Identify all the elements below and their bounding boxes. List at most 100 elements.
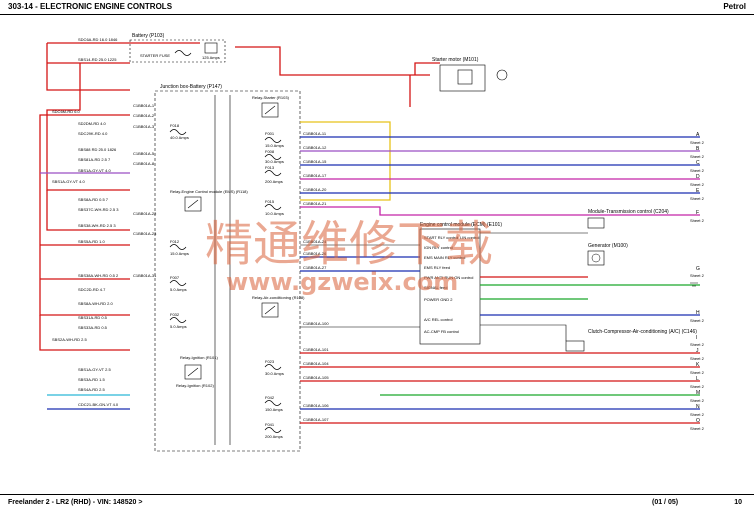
svg-text:SBS88 RD 25.0 1826: SBS88 RD 25.0 1826 — [78, 147, 117, 152]
page-footer: Freelander 2 - LR2 (RHD) - VIN: 148520 >… — [0, 494, 754, 515]
ground-symbols — [690, 282, 698, 287]
svg-text:A/C REL control: A/C REL control — [424, 317, 453, 322]
svg-text:C1BB01A-23: C1BB01A-23 — [133, 231, 157, 236]
svg-text:Sheet 2: Sheet 2 — [690, 196, 705, 201]
svg-text:M: M — [696, 390, 700, 396]
svg-text:SDC6M-RD 6.0: SDC6M-RD 6.0 — [52, 109, 81, 114]
svg-text:C1BB01A-15: C1BB01A-15 — [303, 159, 327, 164]
svg-text:SBS14-RD 25.0 1225: SBS14-RD 25.0 1225 — [78, 57, 117, 62]
svg-text:SBS1A-GY-VT 4.0: SBS1A-GY-VT 4.0 — [52, 179, 85, 184]
fuse-rating: 40.0 Amps — [170, 135, 189, 140]
page-title: 303-14 - ELECTRONIC ENGINE CONTROLS — [8, 2, 173, 11]
right-terminals: A Sheet 2 B Sheet 2 C Sheet 2 D Sheet 2 … — [690, 132, 705, 431]
vehicle-model: Freelander 2 - LR2 (RHD) - VIN: 148520 > — [8, 499, 143, 506]
fuse-rating: 150 Amps — [265, 407, 283, 412]
svg-text:Sheet 2: Sheet 2 — [690, 154, 705, 159]
fuse-rating: 5.0 Amps — [170, 287, 187, 292]
svg-text:Sheet 2: Sheet 2 — [690, 218, 705, 223]
connector-labels: C1BB01A-1 C1BB01A-2 C1BB01A-3 C1BB01A-5 … — [133, 103, 329, 422]
svg-text:Sheet 2: Sheet 2 — [690, 356, 705, 361]
svg-text:Sheet 2: Sheet 2 — [690, 318, 705, 323]
starter-motor-label: Starter motor (M101) — [432, 57, 479, 63]
svg-text:K: K — [696, 362, 700, 368]
starter-motor-box: Starter motor (M101) — [432, 57, 508, 92]
svg-text:SBS8A-RD 0.5 7: SBS8A-RD 0.5 7 — [78, 197, 109, 202]
generator-icon — [591, 253, 601, 263]
svg-text:I: I — [696, 335, 697, 341]
svg-text:Sheet 2: Sheet 2 — [690, 384, 705, 389]
motor-icon — [496, 69, 508, 81]
svg-text:SDC29K-RD 4.0: SDC29K-RD 4.0 — [78, 131, 108, 136]
wire-code-labels: SDC6A-RD 16.0 1846 SBS14-RD 25.0 1225 SD… — [52, 37, 119, 407]
fuel-variant: Petrol — [723, 2, 746, 11]
svg-text:Sheet 2: Sheet 2 — [690, 412, 705, 417]
svg-text:N: N — [696, 404, 700, 410]
svg-text:SBS3A-RD 1.5: SBS3A-RD 1.5 — [78, 377, 105, 382]
svg-text:Relay-Starter (R103): Relay-Starter (R103) — [252, 95, 290, 100]
svg-text:C1BB01A-5: C1BB01A-5 — [133, 151, 155, 156]
svg-text:C1BB01A-24: C1BB01A-24 — [303, 239, 327, 244]
watermark-chinese: 精通维修下载 — [205, 216, 493, 272]
svg-text:C1BB01A-104: C1BB01A-104 — [303, 361, 329, 366]
svg-text:LIN control: LIN control — [460, 235, 479, 240]
watermark-url: www.gzweix.com — [226, 268, 458, 296]
svg-text:SDC6A-RD 16.0 1846: SDC6A-RD 16.0 1846 — [78, 37, 118, 42]
svg-text:START RLY control: START RLY control — [424, 235, 458, 240]
svg-text:EMS MAIN RLY control: EMS MAIN RLY control — [424, 255, 466, 260]
svg-text:IGN RLY control: IGN RLY control — [424, 245, 453, 250]
svg-text:J: J — [696, 348, 699, 354]
svg-text:Sheet 2: Sheet 2 — [690, 168, 705, 173]
svg-text:C: C — [696, 160, 700, 166]
page-header: 303-14 - ELECTRONIC ENGINE CONTROLS Petr… — [0, 0, 754, 15]
svg-text:Sheet 2: Sheet 2 — [690, 426, 705, 431]
compressor-clutch-box: Clutch-Compressor-Air-conditioning (A/C)… — [565, 329, 697, 352]
transmission-module-box: Module-Transmission control (C204) — [587, 209, 669, 229]
svg-text:C1BB01A-101: C1BB01A-101 — [303, 347, 329, 352]
svg-text:SBS31A-RD 0.5: SBS31A-RD 0.5 — [78, 315, 108, 320]
fuse-id: F013 — [265, 165, 275, 170]
generator-label: Generator (M100) — [588, 243, 628, 249]
fuse-rating: 200 Amps — [265, 434, 283, 439]
fuse-symbols — [169, 129, 282, 433]
svg-text:C1BB01A-17: C1BB01A-17 — [303, 173, 327, 178]
svg-text:SBS37C-WH-RD 2.5 3: SBS37C-WH-RD 2.5 3 — [78, 207, 119, 212]
svg-text:SBS33A-RD 0.5: SBS33A-RD 0.5 — [78, 325, 108, 330]
ecm-pin-labels: START RLY control IGN RLY control EMS MA… — [424, 235, 479, 334]
battery-symbol — [204, 42, 218, 54]
svg-text:C1BB01A-31: C1BB01A-31 — [133, 273, 157, 278]
black-wires — [214, 95, 588, 445]
svg-text:Relay-Ignition (R101): Relay-Ignition (R101) — [180, 355, 218, 360]
svg-text:CDC21-BK-GN-VT 4.0: CDC21-BK-GN-VT 4.0 — [78, 402, 119, 407]
junction-box-label: Junction box-Battery (P147) — [160, 84, 222, 90]
fuse-rating: 10.0 Amps — [265, 211, 284, 216]
svg-text:C1BB01A-11: C1BB01A-11 — [303, 131, 327, 136]
svg-text:C1BB01A-106: C1BB01A-106 — [303, 403, 329, 408]
starter-fuse-label: STARTER FUSE — [140, 53, 170, 58]
svg-text:C1BB01A-27: C1BB01A-27 — [303, 265, 327, 270]
svg-text:L: L — [696, 376, 699, 382]
svg-text:Relay-Air-conditioning (R108): Relay-Air-conditioning (R108) — [252, 295, 305, 300]
svg-text:SBS81A-RD 2.5 7: SBS81A-RD 2.5 7 — [78, 157, 111, 162]
svg-text:Sheet 2: Sheet 2 — [690, 342, 705, 347]
svg-text:Sheet 2: Sheet 2 — [690, 398, 705, 403]
svg-text:SBS4A-RD 2.5: SBS4A-RD 2.5 — [78, 387, 105, 392]
fuse-id: F023 — [265, 359, 275, 364]
ecm-box: Engine control module (ECM) (E101) — [419, 222, 502, 345]
fuse-rating: 30.0 Amps — [265, 159, 284, 164]
svg-text:SIGNAL feed: SIGNAL feed — [424, 285, 447, 290]
relay-labels: Relay-Starter (R103) Relay-Ignition (R10… — [170, 95, 305, 388]
svg-text:A: A — [696, 132, 700, 138]
fuse-id: F041 — [265, 422, 275, 427]
svg-text:B: B — [696, 146, 700, 152]
svg-text:SBS8A-WH-RD 2.0: SBS8A-WH-RD 2.0 — [78, 301, 113, 306]
svg-text:G: G — [696, 266, 700, 272]
main-power-wires — [39, 42, 440, 351]
starter-fuse-symbol — [174, 50, 192, 56]
fuse-rating: 200 Amps — [265, 179, 283, 184]
svg-text:SBS38A-WH-RD 0.5 2: SBS38A-WH-RD 0.5 2 — [78, 273, 119, 278]
sheet-counter: (01 / 05) — [652, 499, 679, 506]
fuse-labels: F018 40.0 Amps F001 15.0 Amps F008 30.0 … — [170, 123, 284, 439]
svg-text:C1BB01A-1: C1BB01A-1 — [133, 103, 155, 108]
svg-text:O: O — [696, 418, 700, 424]
svg-text:C1BB01A-22: C1BB01A-22 — [133, 211, 157, 216]
